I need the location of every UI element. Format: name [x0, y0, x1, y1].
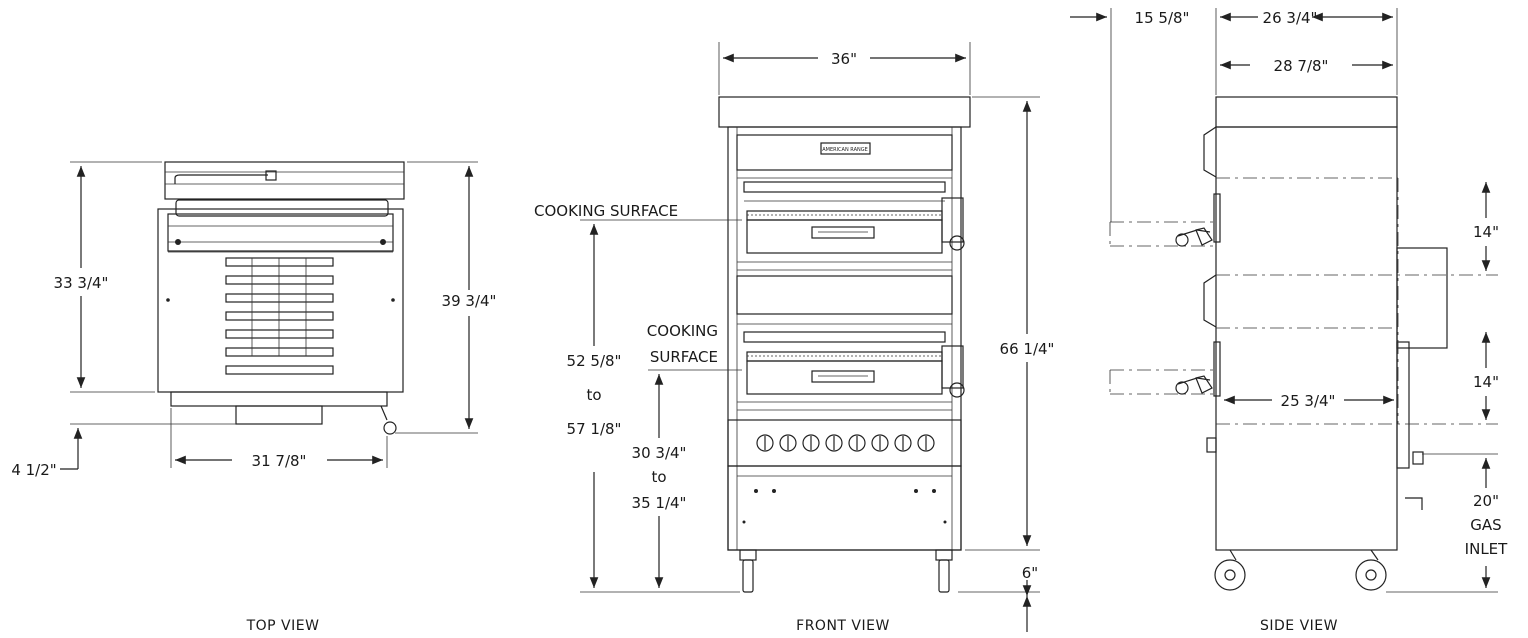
top-width-label: 31 7/8" [252, 452, 307, 470]
front-view: AMERICAN RANGE [534, 42, 1054, 634]
side-top-depth-label: 26 3/4" [1263, 9, 1318, 27]
top-view-knob-icon [383, 421, 397, 435]
front-base [727, 465, 962, 551]
side-body-depth-label: 28 7/8" [1274, 57, 1329, 75]
lower-range-label-1: 30 3/4" [632, 444, 687, 462]
upper-cooking-surface-label: COOKING SURFACE [534, 202, 678, 220]
front-casters [739, 549, 953, 593]
side-view-caption: SIDE VIEW [1260, 618, 1338, 634]
top-offset-label: 4 1/2" [11, 461, 56, 479]
lower-range-label-2: to [651, 468, 666, 486]
lower-cooking-surface-label-2: SURFACE [650, 348, 718, 366]
gas-label-1: GAS [1470, 516, 1501, 534]
knob-icon [779, 434, 797, 452]
front-view-caption: FRONT VIEW [796, 618, 890, 634]
knob-icon [825, 434, 843, 452]
control-knobs [756, 434, 935, 452]
lower-side-knob-icon [1175, 381, 1189, 395]
lower-cooking-surface-label-1: COOKING [647, 322, 718, 340]
knob-icon [894, 434, 912, 452]
knob-icon [848, 434, 866, 452]
front-top-panel [718, 96, 971, 128]
top-overall-depth-label: 39 3/4" [442, 292, 497, 310]
gas-label-2: INLET [1465, 540, 1508, 558]
upper-range-label-1: 52 5/8" [567, 352, 622, 370]
lower-handle [811, 370, 875, 383]
lower-range-label-3: 35 1/4" [632, 494, 687, 512]
top-view-vents [225, 257, 334, 375]
upper-range-label-2: to [586, 386, 601, 404]
knob-icon [756, 434, 774, 452]
knob-icon [871, 434, 889, 452]
upper-handle [811, 226, 875, 239]
knob-icon [917, 434, 935, 452]
gas-inlet-fitting [1412, 451, 1424, 465]
top-depth-label: 33 3/4" [54, 274, 109, 292]
front-leg-label: 6" [1022, 564, 1038, 582]
front-height-label: 66 1/4" [1000, 340, 1055, 358]
front-body [727, 126, 962, 551]
side-body [1215, 126, 1398, 551]
gas-height-label: 20" [1473, 492, 1499, 510]
top-view-rear-deck [164, 161, 405, 200]
rear-flue [1396, 247, 1448, 349]
side-view: 15 5/8" 26 3/4" 28 7/8" 14" 14" 25 3/4" … [1070, 8, 1508, 634]
brand-plate-text: AMERICAN RANGE [822, 147, 868, 153]
knob-icon [802, 434, 820, 452]
upper-range-label-3: 57 1/8" [567, 420, 622, 438]
side-casters [1214, 549, 1387, 591]
upper-broiler [737, 181, 965, 271]
top-view: 33 3/4" 39 3/4" 31 7/8" 4 1/2" TOP VIEW [11, 161, 497, 634]
top-view-front-rail [170, 391, 388, 407]
side-top-panel [1215, 96, 1398, 128]
front-width-label: 36" [831, 50, 857, 68]
side-inner-depth-label: 25 3/4" [1281, 392, 1336, 410]
top-view-body [157, 208, 404, 393]
upper-side-knob-icon [1175, 233, 1189, 247]
brand-plate [820, 142, 871, 155]
side-handle-label: 15 5/8" [1135, 9, 1190, 27]
upper-crank-icon [949, 235, 965, 251]
lower-crank-icon [949, 382, 965, 398]
top-view-caption: TOP VIEW [246, 618, 320, 634]
upper-chamber-label: 14" [1473, 223, 1499, 241]
lower-chamber-label: 14" [1473, 373, 1499, 391]
lower-broiler [737, 331, 965, 411]
